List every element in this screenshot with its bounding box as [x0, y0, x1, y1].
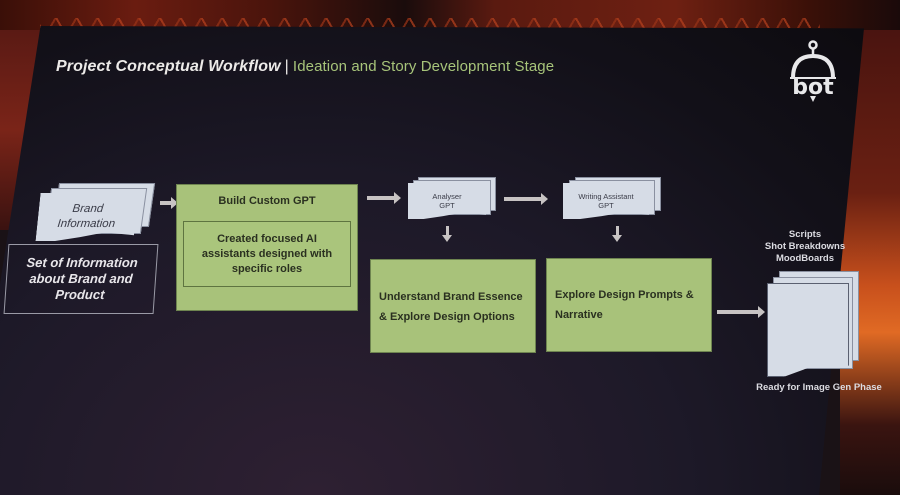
build-gpt-desc-1: Created focused AI [217, 232, 317, 245]
truss [40, 18, 820, 28]
brand-information-doc: Brand Information [34, 183, 156, 243]
analyser-line1: Analyser [432, 192, 462, 201]
ready-label: Ready for Image Gen Phase [756, 382, 882, 393]
outputs-line2: Shot Breakdowns [764, 241, 846, 252]
explore-line1: Explore Design Prompts & [555, 289, 694, 301]
build-gpt-desc-3: specific roles [231, 262, 303, 275]
explore-design-box: Explore Design Prompts & Narrative [546, 258, 712, 352]
understand-line1: Understand Brand Essence [379, 291, 523, 303]
doc-sheet-front: Analyser GPT [408, 183, 486, 219]
arrow-build-to-analyser [367, 192, 401, 204]
brand-info-note: Set of Information about Brand and Produ… [3, 244, 159, 314]
note-line1: Set of Information [26, 255, 139, 270]
svg-text:bot: bot [792, 75, 834, 100]
analyser-line2: GPT [439, 201, 455, 210]
doc-sheet-front: Writing Assistant GPT [563, 183, 649, 219]
brand-info-line2: Information [56, 218, 116, 230]
title-subtitle: Ideation and Story Development Stage [292, 58, 555, 75]
slide-title: Project Conceptual Workflow|Ideation and… [56, 58, 554, 76]
build-gpt-title: Build Custom GPT [218, 195, 316, 207]
outputs-label: Scripts Shot Breakdowns MoodBoards [752, 229, 858, 265]
build-custom-gpt-box: Build Custom GPT Created focused AI assi… [176, 184, 358, 311]
title-separator: | [284, 58, 289, 75]
title-main: Project Conceptual Workflow [56, 58, 281, 75]
arrow-analyser-to-writing [504, 193, 548, 205]
robot-bell-logo-icon: bot [790, 40, 836, 102]
writing-assistant-gpt-doc: Writing Assistant GPT [563, 177, 663, 221]
doc-sheet-front [767, 283, 849, 377]
outputs-line1: Scripts [788, 229, 822, 240]
doc-sheet-front: Brand Information [35, 193, 138, 241]
note-line3: Product [54, 287, 106, 302]
brand-info-line1: Brand [71, 203, 104, 215]
build-gpt-desc-2: assistants designed with [201, 247, 333, 260]
understand-brand-box: Understand Brand Essence & Explore Desig… [370, 259, 536, 353]
arrow-writing-down [612, 226, 622, 242]
writing-line1: Writing Assistant [578, 192, 634, 201]
outputs-doc-stack [767, 271, 863, 377]
arrow-brand-to-build [160, 197, 178, 209]
writing-line2: GPT [598, 201, 614, 210]
note-line2: about Brand and [28, 271, 134, 286]
analyser-gpt-doc: Analyser GPT [408, 177, 498, 221]
build-gpt-desc-box: Created focused AI assistants designed w… [183, 221, 351, 287]
understand-line2: & Explore Design Options [379, 311, 515, 323]
explore-line2: Narrative [555, 309, 603, 321]
outputs-line3: MoodBoards [775, 253, 835, 264]
arrow-explore-to-outputs [717, 306, 765, 318]
arrow-analyser-down [442, 226, 452, 242]
